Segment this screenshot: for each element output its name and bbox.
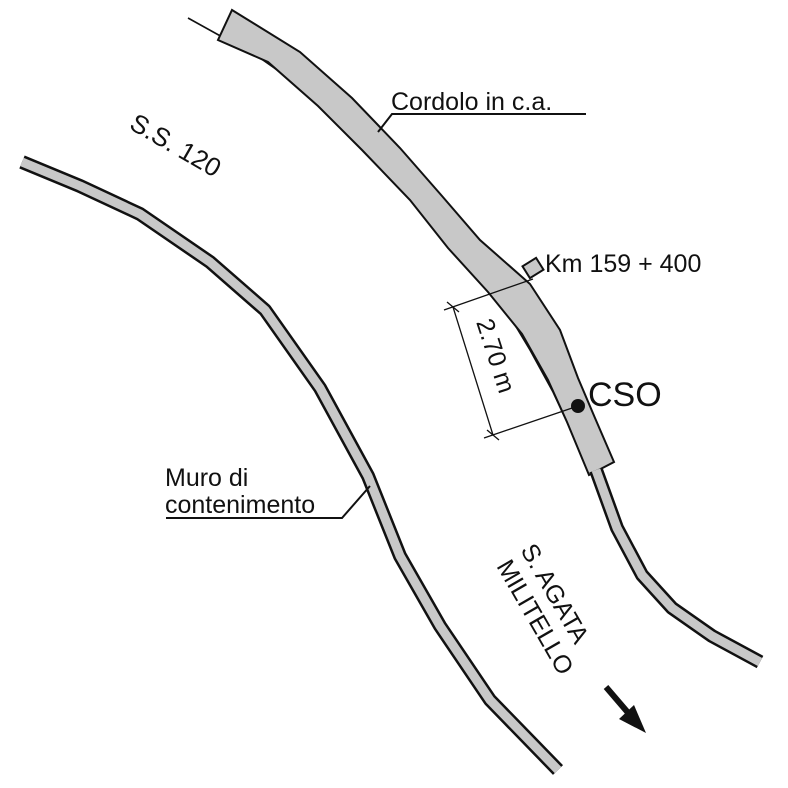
dimension-line <box>452 306 494 436</box>
curb-continuation-outline <box>589 467 764 669</box>
dimension-tick-top <box>446 301 460 313</box>
width-dimension <box>443 278 579 441</box>
curb-continuation <box>589 467 764 669</box>
km-label: Km 159 + 400 <box>545 250 701 278</box>
curb-continuation-fill <box>591 468 763 666</box>
wall-label-leader <box>166 485 371 519</box>
wall-label-line2: contenimento <box>165 491 315 519</box>
curb-label-leader <box>377 113 586 133</box>
dimension-extension-bottom <box>483 405 579 439</box>
direction-arrow-head <box>619 705 646 733</box>
concrete-curb <box>216 8 616 477</box>
direction-arrow-shaft <box>603 685 633 717</box>
dimension-extension-top <box>443 278 534 311</box>
curb-label: Cordolo in c.a. <box>391 88 552 116</box>
retaining-wall <box>19 155 564 775</box>
cso-station-point <box>571 399 585 413</box>
dimension-tick-bottom <box>486 429 500 441</box>
station-label: CSO <box>588 376 662 414</box>
road-edge-line <box>187 17 598 471</box>
direction-arrow <box>603 685 646 733</box>
km-marker-post <box>521 256 545 280</box>
retaining-wall-fill <box>20 157 562 774</box>
wall-label-line1: Muro di <box>165 464 248 492</box>
road-label: S.S. 120 <box>125 107 226 183</box>
